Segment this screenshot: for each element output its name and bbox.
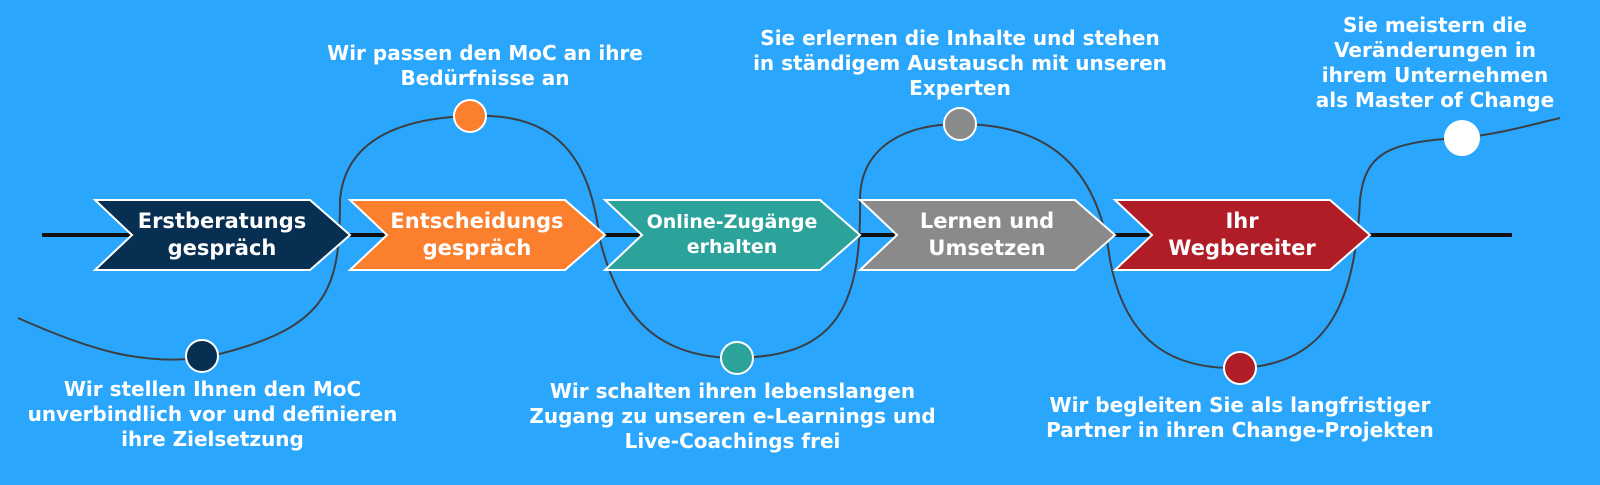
caption-step-4: Sie erlernen die Inhalte und stehen in s… bbox=[753, 26, 1167, 100]
step-2-label-line2: gespräch bbox=[423, 236, 532, 260]
step-1-label-line1: Erstberatungs bbox=[138, 209, 307, 233]
step-5-label-line2: Wegbereiter bbox=[1168, 236, 1316, 260]
step-1-label-line2: gespräch bbox=[168, 236, 277, 260]
caption-step-1: Wir stellen Ihnen den MoC unverbindlich … bbox=[27, 377, 398, 451]
step-4-chevron: Lernen und Umsetzen bbox=[857, 199, 1117, 271]
caption-end: Sie meistern die Veränderungen in ihrem … bbox=[1315, 13, 1555, 112]
step-3-label-line1: Online-Zugänge bbox=[647, 211, 818, 233]
milestone-dot-5 bbox=[1223, 351, 1257, 385]
step-4-label-line1: Lernen und bbox=[920, 209, 1054, 233]
wave-curve bbox=[17, 114, 1561, 370]
milestone-dot-end bbox=[1444, 120, 1480, 156]
milestone-dot-3 bbox=[720, 341, 754, 375]
milestone-dot-2 bbox=[453, 99, 487, 133]
step-3-chevron: Online-Zugänge erhalten bbox=[602, 199, 862, 271]
step-5-label-line1: Ihr bbox=[1225, 209, 1259, 233]
caption-step-5: Wir begleiten Sie als langfristiger Part… bbox=[1046, 393, 1434, 442]
step-5-chevron: Ihr Wegbereiter bbox=[1112, 199, 1372, 271]
milestone-dot-4 bbox=[943, 107, 977, 141]
step-3-label-line2: erhalten bbox=[687, 236, 778, 258]
step-2-label-line1: Entscheidungs bbox=[390, 209, 563, 233]
caption-step-2: Wir passen den MoC an ihre Bedürfnisse a… bbox=[327, 41, 643, 90]
milestone-dot-1 bbox=[185, 339, 219, 373]
caption-step-3: Wir schalten ihren lebenslangen Zugang z… bbox=[529, 379, 936, 453]
step-4-label-line2: Umsetzen bbox=[928, 236, 1045, 260]
step-1-chevron: Erstberatungs gespräch bbox=[92, 199, 352, 271]
step-2-chevron: Entscheidungs gespräch bbox=[347, 199, 607, 271]
